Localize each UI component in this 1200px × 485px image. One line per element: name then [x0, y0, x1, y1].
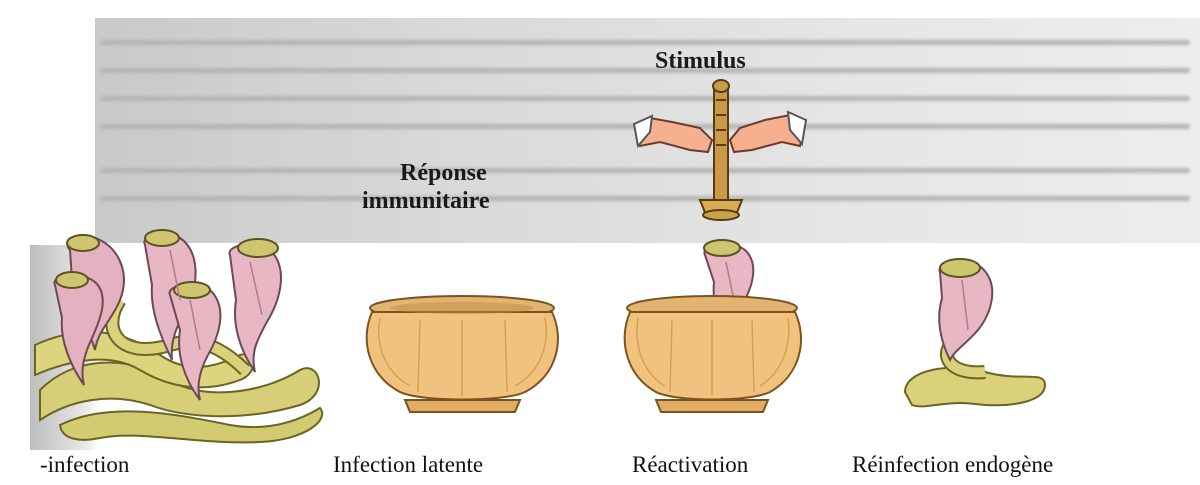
caption-reactivation: Réactivation: [632, 452, 748, 478]
pot-latent: [367, 296, 558, 412]
stimulus-figure: [634, 80, 806, 220]
caption-latent-infection: Infection latente: [333, 452, 483, 478]
pot-reactivation: [625, 240, 801, 412]
stimulus-label: Stimulus: [655, 48, 746, 75]
caption-primo-infection: -infection: [40, 452, 129, 478]
caption-endogenous-reinfection: Réinfection endogène: [852, 452, 1053, 478]
immune-response-label-line1: Réponse: [400, 160, 487, 187]
snake-group-primo: [35, 230, 322, 442]
immune-response-label-line2: immunitaire: [362, 188, 490, 215]
snake-endogenous: [905, 259, 1045, 406]
